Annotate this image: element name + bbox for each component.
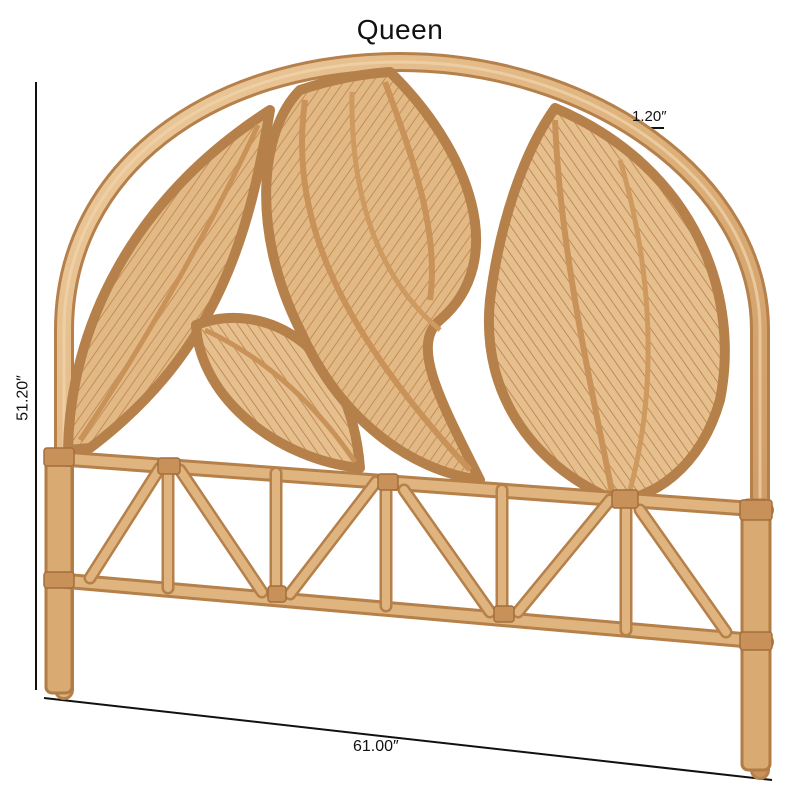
- arch-frame: [54, 51, 770, 780]
- width-dimension-line: [43, 697, 773, 781]
- size-label: Queen: [356, 14, 444, 45]
- leaf-center-flame: [261, 67, 485, 485]
- cane-wrap-bindings: [43, 447, 773, 651]
- leaf-left: [63, 105, 275, 455]
- leaf-small: [191, 313, 365, 473]
- width-dimension-label: 61.00″: [353, 738, 399, 755]
- height-dimension-label: 51.20″: [14, 375, 32, 421]
- depth-dimension-label: 1.20″: [632, 108, 667, 125]
- lattice-spindles: [83, 459, 733, 639]
- leaf-panels: [63, 67, 730, 505]
